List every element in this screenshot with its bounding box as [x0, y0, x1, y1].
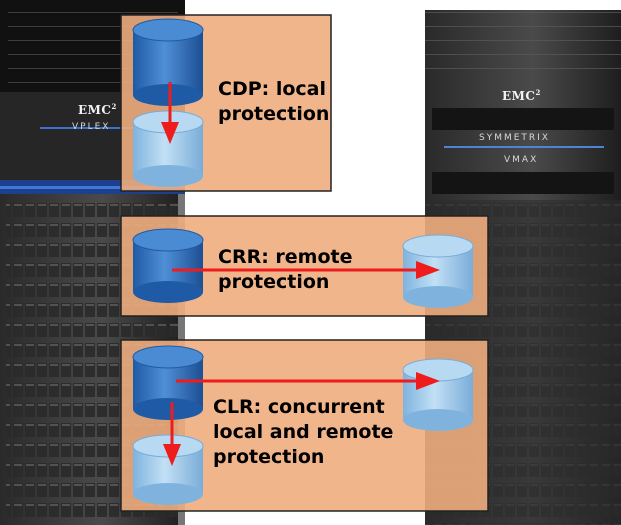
vmax-product-line-label: SYMMETRIX — [479, 133, 550, 143]
cdp-source-cylinder — [132, 18, 204, 106]
clr-source-cylinder — [132, 345, 204, 420]
clr-remote-arrow — [176, 372, 440, 390]
cdp-label: CDP: local protection — [218, 78, 330, 125]
clr-remote-cylinder — [402, 358, 474, 431]
vplex-brand-logo: EMC2 — [78, 102, 117, 117]
vmax-product-label: VMAX — [504, 155, 539, 165]
vplex-product-label: VPLEX — [72, 122, 111, 132]
crr-source-cylinder — [132, 228, 204, 303]
clr-local-arrow — [163, 402, 181, 466]
crr-remote-cylinder — [402, 234, 474, 308]
clr-label: CLR: concurrent local and remote protect… — [213, 396, 394, 468]
cdp-local-arrow — [161, 82, 179, 144]
crr-label: CRR: remote protection — [218, 246, 353, 293]
vmax-brand-logo: EMC2 — [502, 88, 541, 103]
crr-remote-arrow — [172, 261, 440, 279]
